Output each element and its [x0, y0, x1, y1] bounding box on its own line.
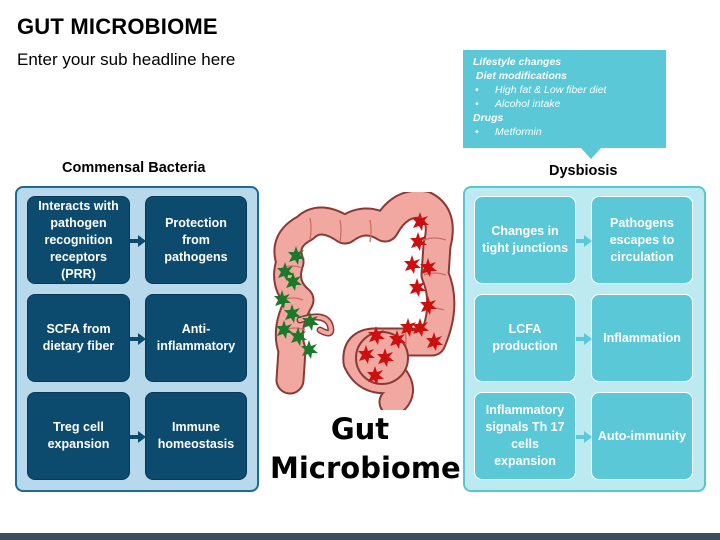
commensal-cause-box: Interacts with pathogen recognition rece…: [27, 196, 130, 284]
pathogen-bacteria-icon: [358, 212, 443, 385]
footer-bar: [0, 533, 720, 540]
gut-label-line1: Gut: [330, 412, 390, 446]
gut-label-line2: Microbiome: [270, 451, 461, 485]
right-arrow-icon: [576, 333, 592, 345]
dysbiosis-header: Dysbiosis: [549, 163, 618, 179]
callout-heading-lifestyle: Lifestyle changes: [473, 56, 562, 68]
page-subtitle: Enter your sub headline here: [17, 50, 236, 69]
callout-heading-drugs: Drugs: [473, 112, 504, 124]
right-arrow-icon: [130, 333, 146, 345]
dysbiosis-cause-box: LCFA production: [474, 294, 576, 382]
right-arrow-icon: [576, 235, 592, 247]
commensal-cause-box: SCFA from dietary fiber: [27, 294, 130, 382]
dysbiosis-effect-box: Auto-immunity: [591, 392, 693, 480]
right-arrow-icon: [576, 431, 592, 443]
commensal-header: Commensal Bacteria: [62, 160, 206, 176]
right-arrow-icon: [130, 235, 146, 247]
commensal-bacteria-icon: [274, 246, 319, 359]
lifestyle-callout: Lifestyle changes Diet modifications •Hi…: [463, 50, 666, 148]
commensal-effect-box: Protection from pathogens: [145, 196, 247, 284]
callout-bullet-item: •Alcohol intake: [475, 98, 561, 110]
callout-tail: [580, 147, 602, 159]
dysbiosis-effect-box: Inflammation: [591, 294, 693, 382]
commensal-effect-box: Immune homeostasis: [145, 392, 247, 480]
callout-heading-diet: Diet modifications: [476, 70, 568, 82]
gut-microbiome-label: Gut Microbiome: [270, 410, 461, 488]
dysbiosis-cause-box: Changes in tight junctions: [474, 196, 576, 284]
callout-bullet-item: •High fat & Low fiber diet: [475, 84, 607, 96]
right-arrow-icon: [130, 431, 146, 443]
dysbiosis-cause-box: Inflammatory signals Th 17 cells expansi…: [474, 392, 576, 480]
commensal-effect-box: Anti-inflammatory: [145, 294, 247, 382]
dysbiosis-effect-box: Pathogens escapes to circulation: [591, 196, 693, 284]
page-title: GUT MICROBIOME: [17, 14, 218, 39]
callout-bullet-item: •Metformin: [475, 126, 542, 138]
intestine-illustration: [273, 192, 456, 410]
commensal-cause-box: Treg cell expansion: [27, 392, 130, 480]
